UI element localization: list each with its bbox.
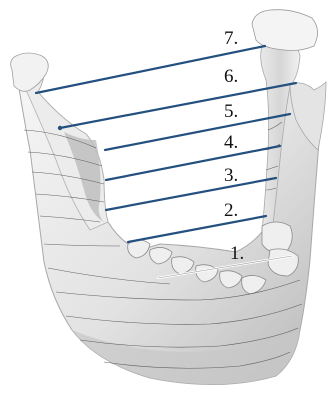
measure-line-4 [106,146,280,180]
label-1: 1. [230,243,244,264]
measure-endpoint-6 [58,126,62,130]
right-condyle [252,10,318,51]
label-5: 5. [224,101,238,122]
label-4: 4. [224,132,238,153]
measure-line-3 [106,178,276,210]
measure-line-6 [60,83,296,128]
label-3: 3. [224,165,238,186]
label-7: 7. [224,28,238,49]
measure-line-2 [128,216,266,242]
measure-line-5 [105,114,290,150]
label-6: 6. [224,66,238,87]
left-condyle [11,53,49,91]
line-labels: 7. 6. 5. 4. 3. 2. 1. [224,28,244,264]
label-2: 2. [224,200,238,221]
